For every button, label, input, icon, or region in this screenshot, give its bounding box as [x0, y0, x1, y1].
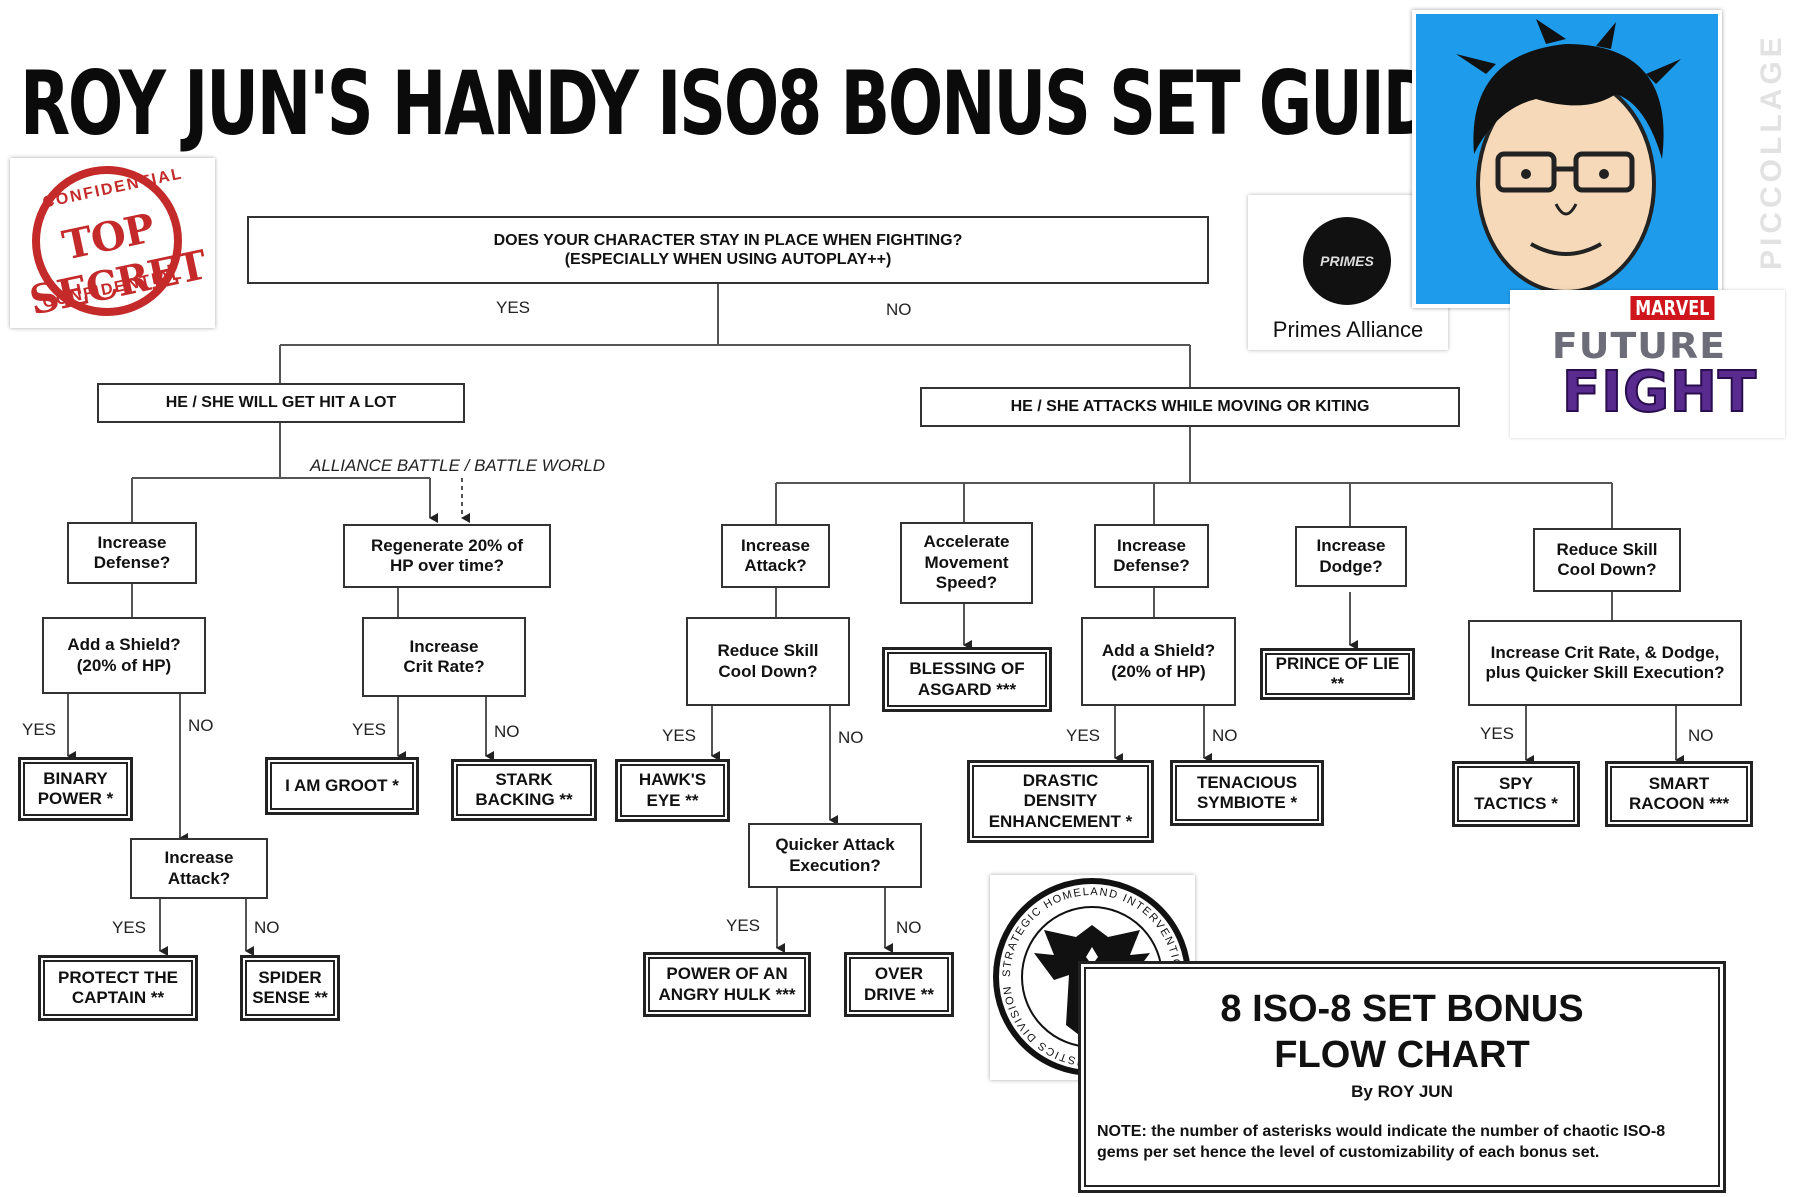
question-crit-dodge-quicker: Increase Crit Rate, & Dodge, plus Quicke… [1468, 620, 1742, 706]
primes-alliance-label: Primes Alliance [1272, 317, 1424, 342]
question-regenerate-hp: Regenerate 20% of HP over time? [343, 524, 551, 588]
question-increase-defense-right: Increase Defense? [1094, 524, 1209, 588]
info-heading-line-2: FLOW CHART [1274, 1034, 1530, 1076]
yes-label: YES [726, 916, 761, 935]
yes-label: YES [1066, 726, 1101, 745]
question-accelerate-movement: Accelerate Movement Speed? [900, 522, 1033, 604]
watermark: PICCOLLAGE [1755, 33, 1795, 300]
result-hawks-eye: HAWK'S EYE ** [615, 759, 730, 822]
question-increase-crit-rate: Increase Crit Rate? [362, 617, 526, 697]
marvel-future-fight-logo: MARVEL FUTURE FIGHT [1510, 290, 1785, 438]
info-note: NOTE: the number of asterisks would indi… [1097, 1123, 1666, 1161]
question-add-shield-left: Add a Shield? (20% of HP) [42, 617, 206, 694]
result-protect-the-captain: PROTECT THE CAPTAIN ** [38, 955, 198, 1021]
right-branch-box: HE / SHE ATTACKS WHILE MOVING OR KITING [920, 387, 1460, 427]
question-reduce-skill-cooldown-2: Reduce Skill Cool Down? [1533, 528, 1681, 592]
result-spider-sense: SPIDER SENSE ** [240, 955, 340, 1021]
no-label: NO [1212, 726, 1238, 745]
no-label: NO [1688, 726, 1714, 745]
result-binary-power: BINARY POWER * [18, 757, 133, 821]
yes-label: YES [352, 720, 387, 739]
info-heading-line-1: 8 ISO-8 SET BONUS [1220, 988, 1584, 1030]
question-reduce-skill-cooldown: Reduce Skill Cool Down? [686, 617, 850, 706]
root-no-label: NO [886, 300, 912, 319]
author-avatar [1412, 10, 1722, 308]
left-branch-box: HE / SHE WILL GET HIT A LOT [97, 383, 465, 423]
top-secret-stamp: CONFIDENTIAL TOP SECRET CONFIDENTIAL [10, 158, 215, 328]
result-prince-of-lie: PRINCE OF LIE ** [1260, 648, 1415, 700]
no-label: NO [838, 728, 864, 747]
question-increase-dodge: Increase Dodge? [1295, 526, 1407, 587]
alliance-battle-label: ALLIANCE BATTLE / BATTLE WORLD [310, 456, 606, 475]
result-over-drive: OVER DRIVE ** [844, 952, 954, 1017]
info-byline: By ROY JUN [1351, 1082, 1453, 1101]
no-label: NO [254, 918, 280, 937]
question-add-shield-right: Add a Shield? (20% of HP) [1081, 617, 1236, 706]
watermark-text: PICCOLLAGE [1755, 33, 1788, 270]
cartoon-face-icon [1456, 19, 1681, 294]
yes-label: YES [22, 720, 57, 739]
yes-label: YES [1480, 724, 1515, 743]
result-spy-tactics: SPY TACTICS * [1452, 761, 1580, 827]
no-label: NO [896, 918, 922, 937]
stamp-ring [32, 166, 182, 316]
result-blessing-of-asgard: BLESSING OF ASGARD *** [882, 647, 1052, 712]
result-drastic-density-enhancement: DRASTIC DENSITY ENHANCEMENT * [967, 760, 1154, 843]
yes-label: YES [662, 726, 697, 745]
primes-logo: PRIMES [1303, 217, 1391, 305]
result-power-of-an-angry-hulk: POWER OF AN ANGRY HULK *** [643, 952, 811, 1017]
question-quicker-attack-execution: Quicker Attack Execution? [748, 823, 922, 888]
result-i-am-groot: I AM GROOT * [265, 757, 419, 815]
yes-label: YES [112, 918, 147, 937]
no-label: NO [494, 722, 520, 741]
question-increase-attack-left: Increase Attack? [130, 838, 268, 899]
no-label: NO [188, 716, 214, 735]
root-question: DOES YOUR CHARACTER STAY IN PLACE WHEN F… [247, 216, 1209, 284]
root-yes-label: YES [496, 298, 531, 317]
fight-logo-text: FIGHT [1561, 359, 1758, 426]
result-smart-racoon: SMART RACOON *** [1605, 761, 1753, 827]
future-logo-text: FUTURE [1551, 326, 1727, 367]
info-box: 8 ISO-8 SET BONUS FLOW CHART By ROY JUN … [1078, 961, 1726, 1193]
result-stark-backing: STARK BACKING ** [451, 759, 597, 821]
question-increase-attack-right: Increase Attack? [721, 524, 830, 588]
page-title: ROY JUN'S HANDY ISO8 BONUS SET GUIDE [20, 52, 1479, 155]
marvel-logo-text: MARVEL [1630, 296, 1715, 320]
result-tenacious-symbiote: TENACIOUS SYMBIOTE * [1170, 760, 1324, 826]
question-increase-defense-left: Increase Defense? [67, 522, 197, 584]
